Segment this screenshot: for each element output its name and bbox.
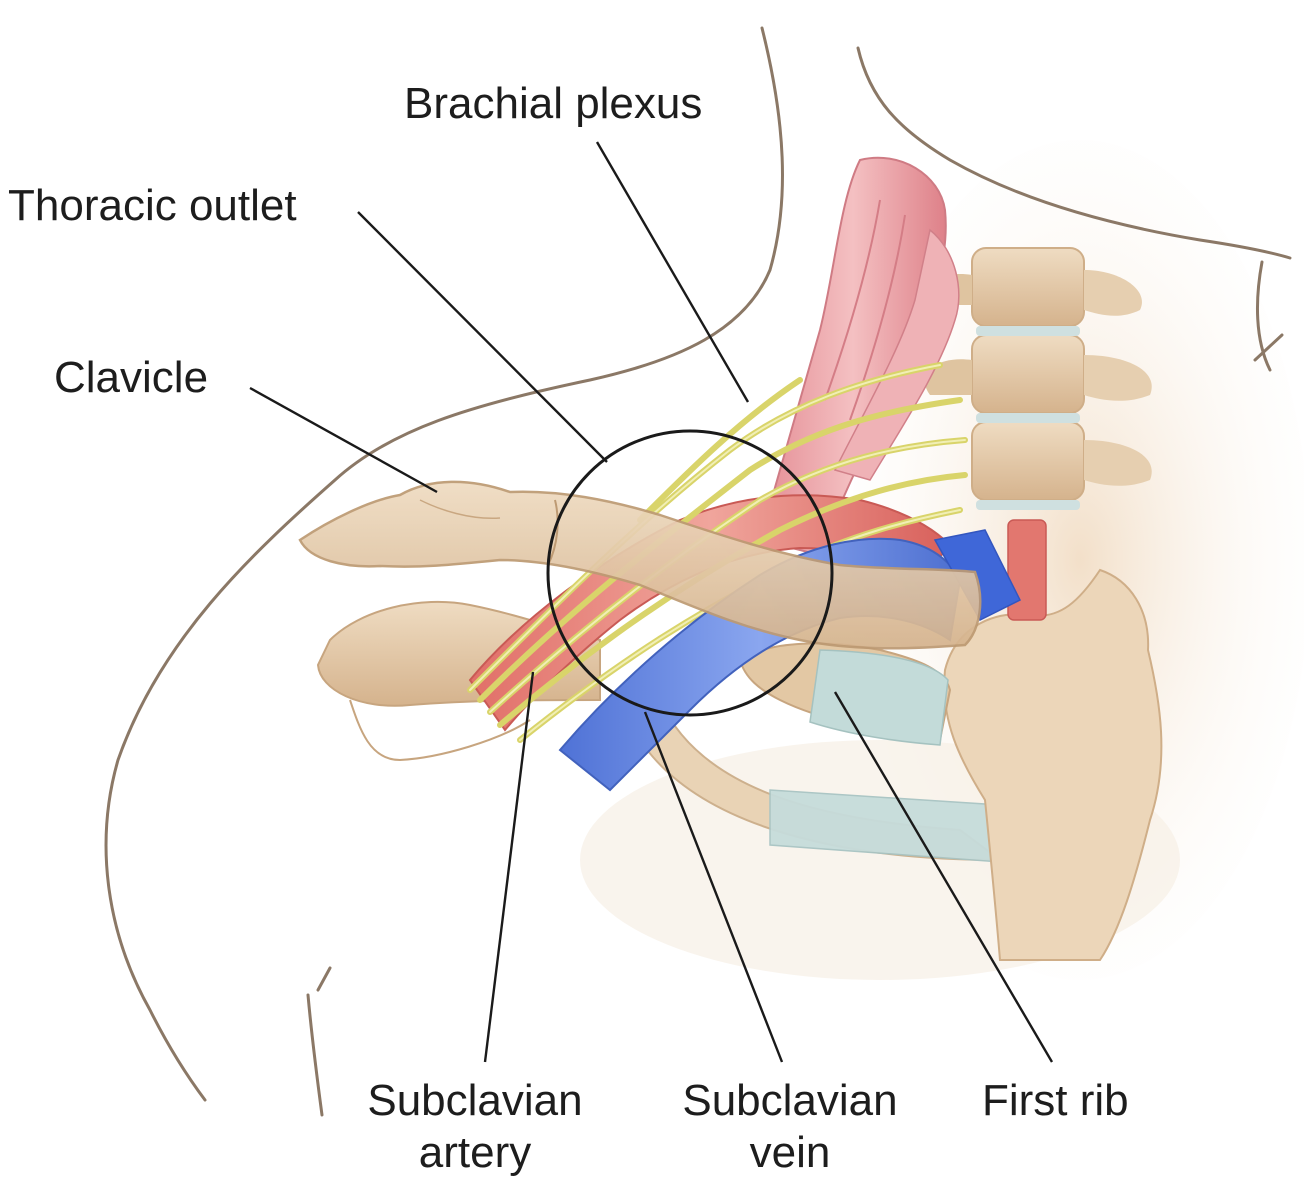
leader-subclavian-artery bbox=[483, 671, 535, 1063]
label-subclavian-vein: Subclavian vein bbox=[655, 1075, 925, 1179]
leader-subclavian-vein bbox=[643, 711, 784, 1063]
body-outline bbox=[104, 26, 1292, 1117]
leader-brachial-plexus bbox=[595, 141, 750, 403]
label-subclavian-vein-line1: Subclavian bbox=[682, 1076, 898, 1125]
label-subclavian-vein-line2: vein bbox=[749, 1128, 831, 1177]
label-clavicle: Clavicle bbox=[54, 353, 209, 402]
label-brachial-plexus: Brachial plexus bbox=[404, 79, 703, 128]
leader-thoracic-outlet bbox=[357, 211, 608, 463]
lower-rib bbox=[638, 697, 1004, 863]
clavicle bbox=[298, 480, 982, 650]
leader-first-rib bbox=[833, 691, 1054, 1063]
cervical-spine bbox=[924, 247, 1152, 510]
sternum bbox=[943, 568, 1163, 961]
label-first-rib: First rib bbox=[982, 1076, 1129, 1125]
label-subclavian-artery-line1: Subclavian bbox=[367, 1076, 583, 1125]
first-rib bbox=[738, 642, 952, 746]
leader-clavicle bbox=[249, 386, 438, 494]
label-subclavian-artery-line2: artery bbox=[418, 1128, 532, 1177]
label-thoracic-outlet: Thoracic outlet bbox=[8, 181, 297, 230]
label-subclavian-artery: Subclavian artery bbox=[340, 1075, 610, 1179]
thoracic-outlet-circle bbox=[546, 429, 834, 717]
